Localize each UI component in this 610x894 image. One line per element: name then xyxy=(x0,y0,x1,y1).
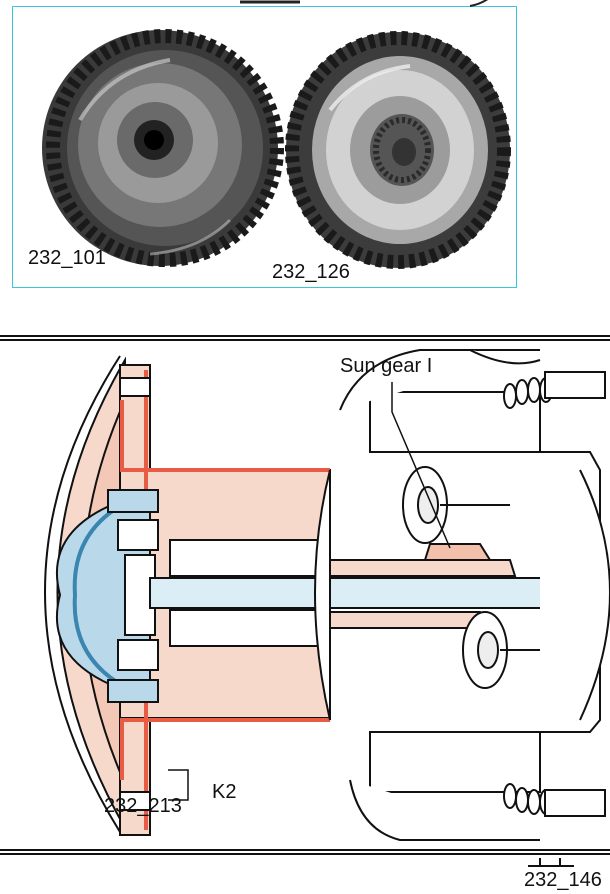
main-shaft xyxy=(149,539,610,647)
clutch-drum-photo xyxy=(42,29,284,267)
bearing-bottom xyxy=(503,783,606,817)
photo-caption-right: 232_126 xyxy=(272,261,350,283)
photo-caption-left: 232_101 xyxy=(28,247,106,269)
k2-label: K2 xyxy=(212,781,237,803)
k2-leader xyxy=(168,769,189,801)
foot-bracket xyxy=(528,858,574,867)
figure-number-bottom: 232_146 xyxy=(524,869,602,891)
figure-number: 232_213 xyxy=(104,795,182,817)
sun-gear-label: Sun gear I xyxy=(340,355,433,377)
sun-gear-leader xyxy=(391,382,451,549)
bearing-top xyxy=(469,349,606,409)
planet-carrier-photo xyxy=(285,31,511,269)
